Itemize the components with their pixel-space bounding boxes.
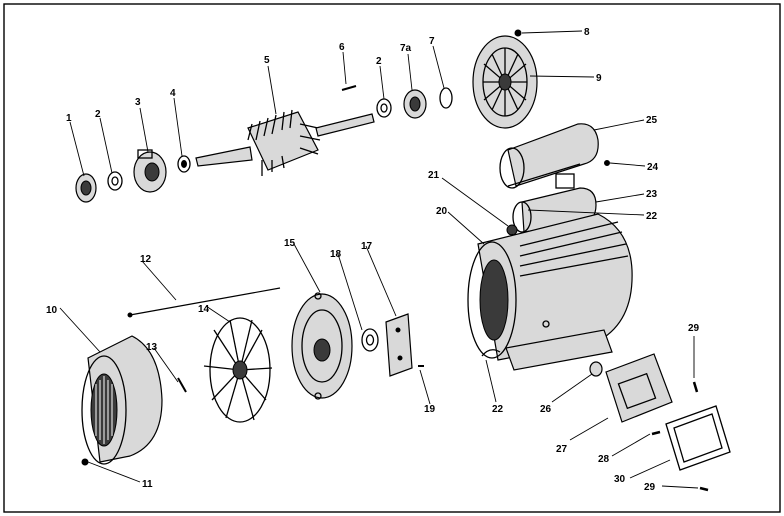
label-part-30: 30 — [614, 474, 626, 485]
part-29b-screw — [699, 486, 709, 492]
label-part-11: 11 — [142, 479, 153, 490]
label-part-27: 27 — [556, 444, 568, 455]
label-part-20: 20 — [436, 206, 448, 217]
part-5-rotor — [195, 109, 375, 176]
part-29a-screw — [692, 381, 699, 393]
label-part-12: 12 — [140, 254, 152, 265]
part-24-screw — [604, 160, 610, 166]
part-20-stator-housing — [467, 213, 633, 371]
part-26-plug — [589, 361, 603, 377]
part-7a-bearing — [403, 89, 427, 119]
part-25-capacitor-cover — [499, 123, 599, 189]
label-part-19: 19 — [424, 404, 436, 415]
part-2b-washer — [376, 98, 392, 118]
label-part-21: 21 — [428, 170, 440, 181]
part-28-screw — [651, 430, 661, 436]
label-part-23: 23 — [646, 189, 658, 200]
part-18-washer — [361, 328, 379, 352]
label-part-5: 5 — [264, 55, 270, 66]
label-part-13: 13 — [146, 342, 158, 353]
label-part-29a: 29 — [688, 323, 700, 334]
label-part-15: 15 — [284, 238, 296, 249]
label-part-29b: 29 — [644, 482, 656, 493]
part-7-ring — [439, 87, 453, 109]
part-27-conduit-box — [605, 353, 673, 423]
label-part-2b: 2 — [376, 56, 382, 67]
part-9-end-shield — [472, 35, 538, 129]
part-1-bearing — [75, 173, 97, 203]
part-3-endbell-hub — [133, 149, 167, 193]
part-labels: 1 2 3 4 5 6 2 7a 7 8 9 10 11 12 13 14 15… — [46, 27, 700, 493]
part-8-screw — [514, 29, 522, 37]
leader-lines — [59, 30, 699, 489]
part-4-washer — [177, 155, 191, 173]
part-11-screw — [81, 458, 89, 466]
label-part-14: 14 — [198, 304, 210, 315]
part-22b-lead — [481, 349, 501, 357]
label-part-2a: 2 — [95, 109, 101, 120]
label-part-6: 6 — [339, 42, 345, 53]
part-15-endbell — [291, 292, 353, 400]
label-part-25: 25 — [646, 115, 658, 126]
part-30-cover-plate — [665, 405, 731, 471]
label-part-9: 9 — [596, 73, 602, 84]
part-12-thru-bolt — [127, 287, 281, 318]
diagram-frame — [3, 3, 781, 513]
part-10-fan-cover — [81, 335, 163, 465]
label-part-22b: 22 — [492, 404, 504, 415]
label-part-7a: 7a — [400, 43, 412, 54]
label-part-26: 26 — [540, 404, 552, 415]
label-part-1: 1 — [66, 113, 72, 124]
label-part-8: 8 — [584, 27, 590, 38]
part-6-key — [341, 85, 357, 91]
label-part-17: 17 — [361, 241, 373, 252]
label-part-4: 4 — [170, 88, 176, 99]
label-part-7: 7 — [429, 36, 435, 47]
label-part-10: 10 — [46, 305, 58, 316]
label-part-28: 28 — [598, 454, 610, 465]
part-2a-washer — [107, 171, 123, 191]
label-part-22a: 22 — [646, 211, 658, 222]
label-part-18: 18 — [330, 249, 342, 260]
part-17-switch — [385, 313, 413, 377]
label-part-3: 3 — [135, 97, 141, 108]
part-14-fan — [203, 317, 273, 423]
label-part-24: 24 — [647, 162, 659, 173]
part-13-set-screw — [177, 377, 187, 393]
